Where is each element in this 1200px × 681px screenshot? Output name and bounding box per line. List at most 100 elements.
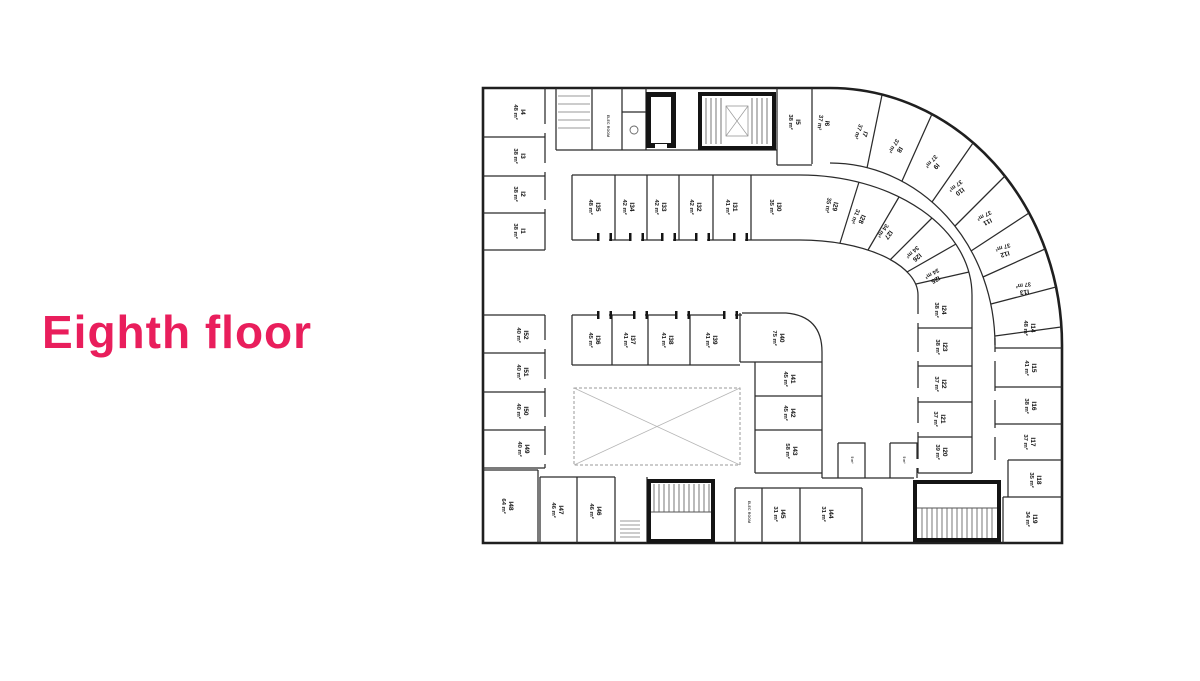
svg-text:I33: I33 [660, 202, 667, 211]
svg-text:40 m²: 40 m² [515, 364, 522, 379]
svg-text:46 m²: 46 m² [588, 503, 595, 518]
outer-walls [481, 86, 1064, 545]
svg-text:I8: I8 [895, 145, 904, 154]
svg-text:I1: I1 [519, 228, 526, 234]
svg-text:I45: I45 [779, 509, 786, 518]
svg-text:I14: I14 [1029, 323, 1036, 332]
svg-text:I46: I46 [595, 506, 602, 515]
svg-text:I36: I36 [594, 335, 601, 344]
svg-text:I5: I5 [794, 119, 801, 125]
svg-text:48 m²: 48 m² [587, 199, 594, 214]
svg-text:I47: I47 [557, 505, 564, 514]
svg-text:39 m²: 39 m² [934, 444, 941, 459]
svg-text:I10: I10 [954, 186, 966, 197]
svg-text:I43: I43 [791, 446, 798, 455]
svg-text:I9: I9 [931, 161, 940, 170]
svg-text:41 m²: 41 m² [704, 332, 711, 347]
svg-text:I6: I6 [823, 120, 831, 127]
svg-text:37 m²: 37 m² [815, 114, 824, 130]
svg-text:I20: I20 [941, 447, 948, 456]
svg-text:I50: I50 [522, 406, 529, 415]
svg-text:64 m²: 64 m² [500, 498, 507, 513]
walls-layer [483, 88, 1062, 543]
svg-text:I30: I30 [775, 202, 782, 211]
small-room-label-shaft-2: 5 m² [902, 457, 906, 465]
svg-text:31 m²: 31 m² [772, 506, 779, 521]
svg-text:I44: I44 [827, 509, 834, 518]
svg-text:ELEC ROOM: ELEC ROOM [747, 501, 751, 523]
svg-text:I4: I4 [519, 109, 526, 115]
svg-text:I21: I21 [939, 414, 946, 423]
svg-text:5 m²: 5 m² [850, 457, 854, 465]
svg-text:35 m²: 35 m² [768, 199, 775, 214]
svg-text:I3: I3 [519, 153, 526, 159]
svg-text:38 m²: 38 m² [512, 223, 519, 238]
svg-text:38 m²: 38 m² [934, 339, 941, 354]
svg-text:37 m²: 37 m² [994, 241, 1011, 252]
svg-text:I23: I23 [941, 342, 948, 351]
svg-text:I39: I39 [711, 335, 718, 344]
svg-text:41 m²: 41 m² [1023, 360, 1030, 375]
svg-text:46 m²: 46 m² [550, 502, 557, 517]
svg-text:I2: I2 [519, 191, 526, 197]
svg-text:I17: I17 [1029, 437, 1036, 446]
service-label-elec-top: ELEC ROOM [606, 115, 610, 137]
svg-text:I7: I7 [860, 130, 869, 138]
atrium [573, 387, 741, 466]
svg-text:37 m²: 37 m² [1022, 434, 1029, 449]
svg-text:I31: I31 [731, 202, 738, 211]
svg-text:35 m²: 35 m² [1028, 472, 1035, 487]
service-label-elec-bottom: ELEC ROOM [747, 501, 751, 523]
svg-text:I18: I18 [1035, 475, 1042, 484]
svg-text:I41: I41 [789, 374, 796, 383]
svg-text:I42: I42 [789, 408, 796, 417]
svg-text:I34: I34 [628, 202, 635, 211]
door-marks-layer [542, 124, 998, 475]
svg-text:41 m²: 41 m² [724, 199, 731, 214]
stair-core-bottom-left [647, 479, 715, 543]
svg-text:I27: I27 [882, 229, 893, 241]
svg-text:45 m²: 45 m² [782, 371, 789, 386]
svg-text:42 m²: 42 m² [688, 199, 695, 214]
svg-text:37 m²: 37 m² [852, 123, 864, 140]
svg-text:35 m²: 35 m² [823, 197, 833, 213]
svg-text:58 m²: 58 m² [784, 443, 791, 458]
svg-text:42 m²: 42 m² [621, 199, 628, 214]
svg-text:48 m²: 48 m² [1022, 320, 1029, 335]
stair-core-top [698, 92, 776, 150]
svg-text:37 m²: 37 m² [1015, 280, 1031, 289]
svg-text:5 m²: 5 m² [902, 457, 906, 465]
svg-text:42 m²: 42 m² [653, 199, 660, 214]
svg-text:41 m²: 41 m² [660, 332, 667, 347]
svg-text:I16: I16 [1030, 401, 1037, 410]
svg-text:38 m²: 38 m² [933, 302, 940, 317]
svg-text:38 m²: 38 m² [512, 186, 519, 201]
